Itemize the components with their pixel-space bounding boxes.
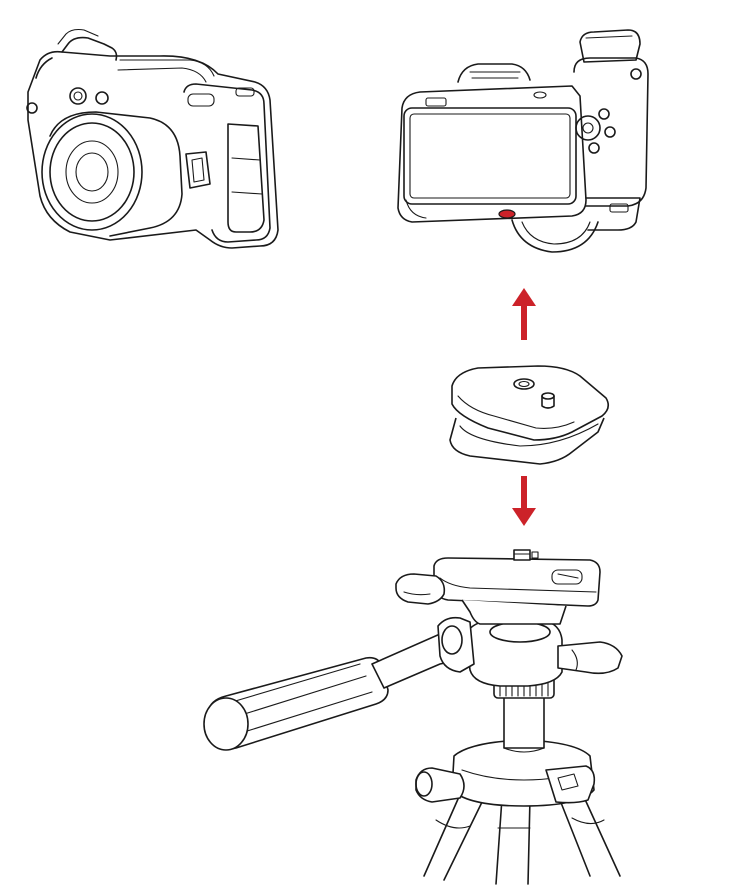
- arrow-down: [512, 476, 536, 526]
- arrow-up: [512, 288, 536, 340]
- quick-release-plate-illustration: [449, 365, 610, 465]
- camera-rear-illustration: [397, 29, 649, 253]
- camera-front-illustration: [26, 28, 279, 249]
- tripod-illustration: [203, 549, 623, 885]
- tripod-socket-marker: [498, 209, 516, 219]
